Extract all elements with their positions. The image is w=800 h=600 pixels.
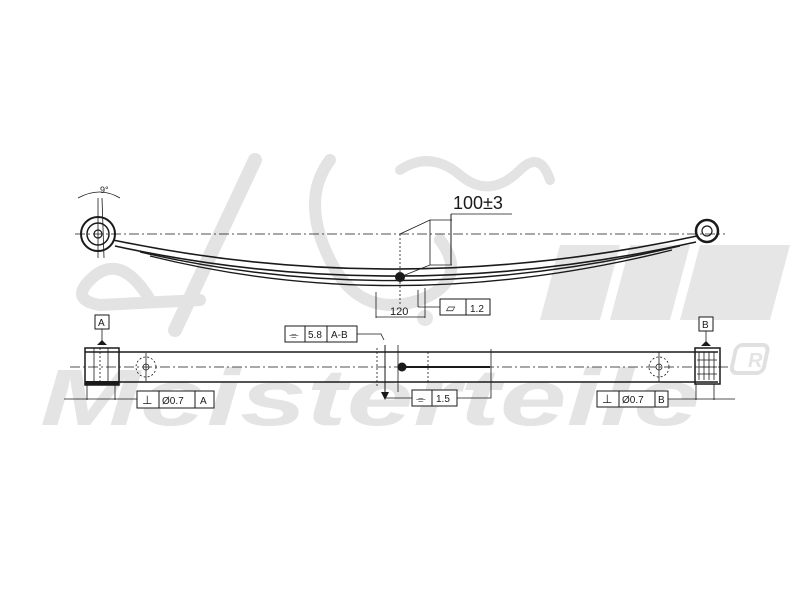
- right-eye-bolt: [701, 225, 713, 237]
- perpendicularity-frame-b: ⊥ Ø0.7 B: [596, 384, 735, 408]
- angle-arc: [77, 191, 121, 199]
- symmetry-leader: [357, 333, 385, 341]
- datum-a-label: A: [98, 318, 105, 329]
- watermark-registered-box: [729, 343, 770, 375]
- symmetry-icon: ⌯: [289, 328, 299, 342]
- top-view: A B: [64, 314, 735, 409]
- leaf-main-top: [112, 235, 698, 270]
- symmetry-center-icon: ⌯: [416, 392, 426, 406]
- flatness-value: 1.2: [470, 304, 484, 315]
- side-view: 9° 100±3 120 ▱ 1.2: [75, 185, 725, 318]
- symmetry-datum: A-B: [331, 330, 348, 341]
- height-dimension-label: 100±3: [453, 193, 503, 213]
- watermark-m-block: [540, 245, 620, 320]
- flatness-value-cell: [465, 298, 491, 316]
- height-dim-projection: [399, 219, 431, 278]
- perp-a-value: Ø0.7: [162, 396, 184, 407]
- right-eye-outer: [694, 218, 720, 244]
- watermark-m-block: [610, 245, 690, 320]
- symmetry-center-value-cell: [431, 389, 458, 407]
- right-hole: [648, 356, 670, 378]
- datum-a-triangle: [97, 340, 107, 345]
- perpendicular-icon: ⊥: [142, 393, 152, 407]
- leaf-third: [149, 249, 673, 287]
- length-dimension-label: 120: [390, 306, 408, 318]
- datum-b-triangle: [701, 341, 711, 346]
- watermark-m-block: [680, 245, 790, 320]
- symmetry-center-leader: [457, 385, 492, 399]
- watermark-logo-stroke: [309, 154, 458, 311]
- perp-b-datum: B: [658, 395, 665, 406]
- right-bushing-hatch: [697, 352, 717, 380]
- leaf-second: [139, 245, 681, 282]
- watermark-logo-stroke: [395, 156, 555, 192]
- symmetry-center-leader: [384, 395, 412, 399]
- left-bushing-base: [85, 381, 119, 385]
- perp-b-value: Ø0.7: [622, 395, 644, 406]
- datum-b-label: B: [702, 320, 709, 331]
- symmetry-tolerance-frame-center: ⌯ 1.5: [384, 385, 492, 407]
- flatness-icon: ▱: [446, 301, 456, 315]
- angle-label: 9°: [100, 185, 109, 195]
- watermark-logo-stroke: [76, 262, 206, 312]
- left-eye-tilt: [101, 197, 105, 259]
- perp-a-datum: A: [200, 396, 207, 407]
- perp-a-datum-cell: [194, 390, 215, 409]
- perpendicularity-frame-a: ⊥ Ø0.7 A: [64, 385, 215, 409]
- right-bushing: [694, 347, 721, 385]
- perpendicular-icon: ⊥: [602, 392, 612, 406]
- watermark-registered-mark: R: [748, 350, 763, 372]
- flatness-tolerance-frame: ▱ 1.2: [439, 298, 491, 316]
- left-hole: [135, 356, 157, 378]
- symmetry-value: 5.8: [308, 330, 322, 341]
- symmetry-tolerance-frame-main: ⌯ 5.8 A-B: [284, 325, 385, 343]
- symmetry-center-value: 1.5: [436, 394, 450, 405]
